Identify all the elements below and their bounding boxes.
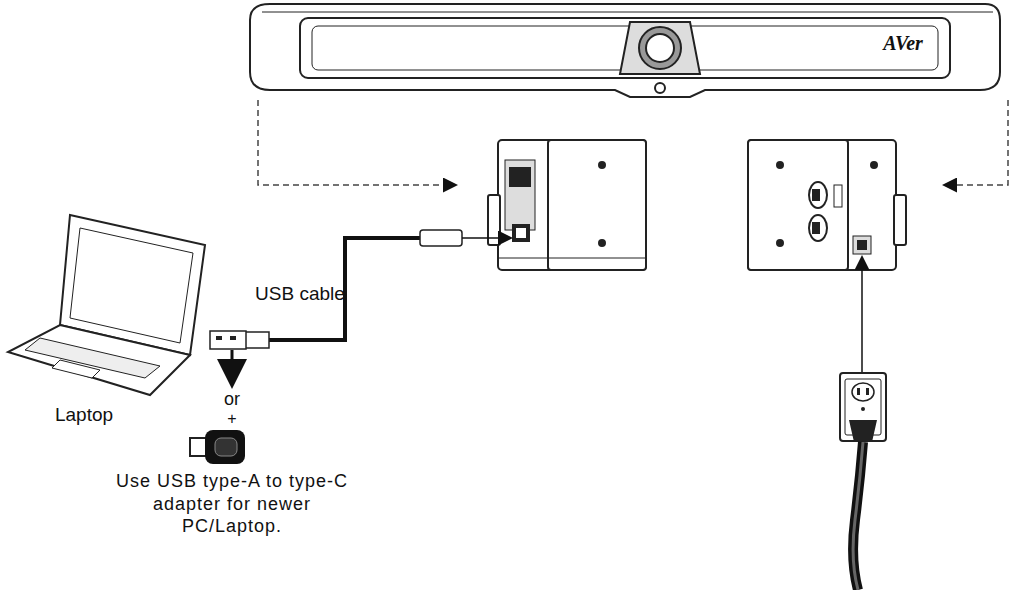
- camera-left-side: [488, 140, 646, 270]
- device-label: Laptop: [55, 404, 113, 427]
- power-outlet: [840, 258, 886, 590]
- cable-label: USB cable: [255, 283, 345, 306]
- camera-bar: [250, 4, 1000, 97]
- brand-logo: AVer: [883, 31, 923, 55]
- option-symbol: +: [227, 409, 236, 428]
- usb-cable: [210, 230, 510, 383]
- usb-adapter: [190, 430, 245, 464]
- laptop: [8, 215, 205, 395]
- adapter-note: Use USB type-A to type-C adapter for new…: [102, 470, 362, 538]
- option-word: or: [224, 389, 240, 411]
- camera-right-side: [748, 140, 906, 270]
